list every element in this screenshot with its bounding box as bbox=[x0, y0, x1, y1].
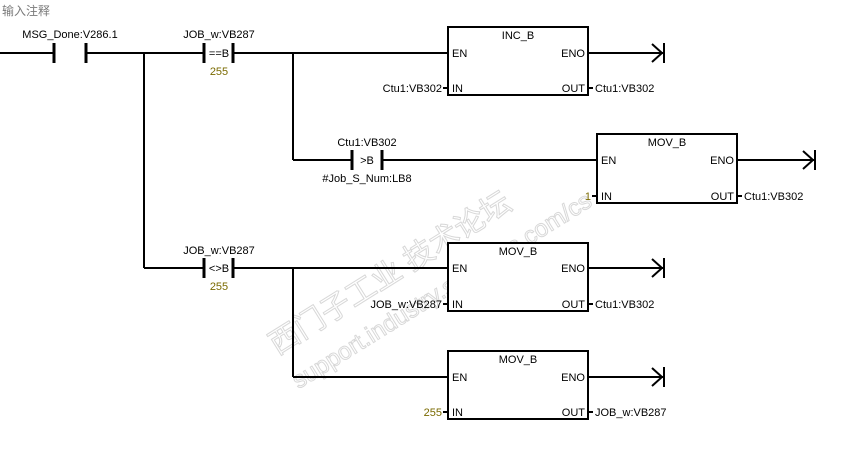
pin-in: IN bbox=[452, 83, 463, 95]
pin-eno: ENO bbox=[561, 372, 585, 384]
out-operand: JOB_w:VB287 bbox=[595, 407, 667, 419]
contact-operand-top: JOB_w:VB287 bbox=[183, 245, 255, 257]
pin-en: EN bbox=[452, 372, 467, 384]
pin-en: EN bbox=[452, 263, 467, 275]
box-mov-b-2[interactable]: MOV_B EN ENO IN OUT JOB_w:VB287 Ctu1:VB3… bbox=[370, 242, 665, 312]
box-frame bbox=[447, 242, 589, 312]
out-operand: Ctu1:VB302 bbox=[744, 191, 803, 203]
contact-operand-top: JOB_w:VB287 bbox=[183, 29, 255, 41]
pin-out: OUT bbox=[562, 407, 586, 419]
pin-en: EN bbox=[452, 48, 467, 60]
compare-symbol: >B bbox=[360, 155, 374, 167]
contact-operand-bottom: 255 bbox=[210, 66, 228, 78]
box-mov-b-1[interactable]: MOV_B EN ENO IN OUT 1 Ctu1:VB302 bbox=[585, 133, 816, 204]
pin-in: IN bbox=[601, 191, 612, 203]
pin-in: IN bbox=[452, 407, 463, 419]
in-operand: JOB_w:VB287 bbox=[370, 299, 442, 311]
box-frame bbox=[447, 26, 589, 96]
compare-symbol: <>B bbox=[209, 263, 229, 275]
coil-end-arrow-icon bbox=[651, 367, 665, 387]
coil-end-arrow-icon bbox=[651, 258, 665, 278]
box-title: MOV_B bbox=[499, 246, 538, 258]
compare-contact-ne[interactable]: JOB_w:VB287 <>B 255 bbox=[183, 245, 255, 293]
pin-out: OUT bbox=[562, 83, 586, 95]
contact-msg-done[interactable]: MSG_Done:V286.1 bbox=[22, 29, 118, 63]
out-operand: Ctu1:VB302 bbox=[595, 299, 654, 311]
compare-contact-gt[interactable]: Ctu1:VB302 >B #Job_S_Num:LB8 bbox=[322, 137, 411, 185]
network-comment[interactable]: 输入注释 bbox=[2, 4, 51, 18]
compare-contact-eq[interactable]: JOB_w:VB287 ==B 255 bbox=[183, 29, 255, 78]
contact-operand: MSG_Done:V286.1 bbox=[22, 29, 117, 41]
pin-out: OUT bbox=[562, 299, 586, 311]
pin-out: OUT bbox=[711, 191, 735, 203]
pin-eno: ENO bbox=[710, 155, 734, 167]
pin-en: EN bbox=[601, 155, 616, 167]
contact-operand-top: Ctu1:VB302 bbox=[337, 137, 396, 149]
compare-symbol: ==B bbox=[209, 48, 229, 60]
box-inc-b[interactable]: INC_B EN ENO IN OUT Ctu1:VB302 Ctu1:VB30… bbox=[383, 26, 665, 96]
box-mov-b-3[interactable]: MOV_B EN ENO IN OUT 255 JOB_w:VB287 bbox=[424, 350, 667, 420]
coil-end-arrow-icon bbox=[651, 43, 665, 63]
pin-in: IN bbox=[452, 299, 463, 311]
out-operand: Ctu1:VB302 bbox=[595, 83, 654, 95]
pin-eno: ENO bbox=[561, 263, 585, 275]
wires bbox=[0, 52, 597, 378]
pin-eno: ENO bbox=[561, 48, 585, 60]
box-frame bbox=[447, 350, 589, 420]
box-title: INC_B bbox=[502, 30, 534, 42]
in-operand: 255 bbox=[424, 407, 442, 419]
contact-operand-bottom: #Job_S_Num:LB8 bbox=[322, 173, 411, 185]
box-title: MOV_B bbox=[648, 137, 687, 149]
in-operand: Ctu1:VB302 bbox=[383, 83, 442, 95]
box-title: MOV_B bbox=[499, 354, 538, 366]
in-operand: 1 bbox=[585, 191, 591, 203]
box-frame bbox=[596, 133, 738, 204]
coil-end-arrow-icon bbox=[802, 150, 816, 170]
contact-operand-bottom: 255 bbox=[210, 281, 228, 293]
